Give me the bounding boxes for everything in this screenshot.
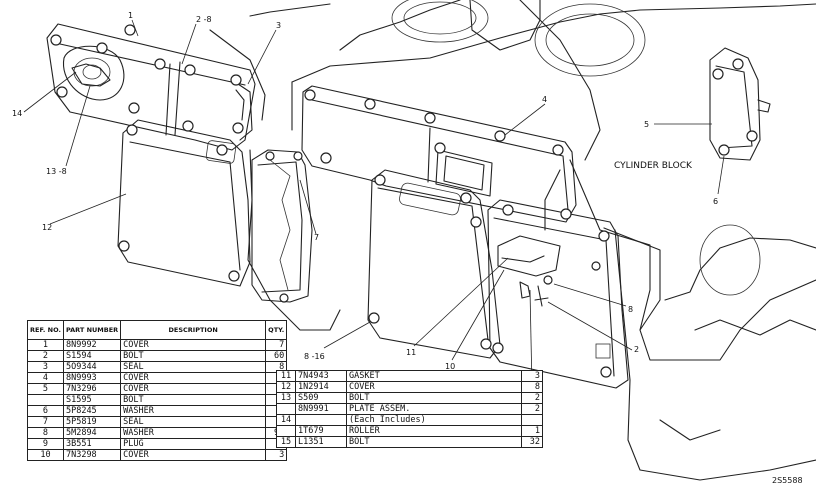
left-large-cover [117, 119, 251, 287]
cylinder-block-outline [209, 0, 816, 481]
table-row: 93B551PLUG3 [27, 438, 288, 450]
header-qty: QTY. [265, 320, 288, 340]
table-row: 48N9993COVER1 [27, 372, 288, 384]
callout-4: 4 [542, 95, 547, 104]
table-row: 65P8245WASHER4 [27, 405, 288, 417]
callout-13-8: 13 -8 [46, 167, 67, 176]
callout-10: 10 [445, 362, 455, 371]
side-cover [709, 47, 771, 161]
callout-14: 14 [12, 109, 22, 118]
callout-12: 12 [42, 223, 52, 232]
table-row: 14(Each Includes) [276, 414, 543, 426]
center-cover [301, 85, 577, 223]
figure-number: 2S5588 [772, 476, 803, 485]
bolt-heads [50, 24, 758, 378]
header-part-number: PART NUMBER [62, 320, 122, 340]
table-row: S1595BOLT4 [27, 394, 288, 406]
header-description: DESCRIPTION [120, 320, 267, 340]
callout-8: 8 [628, 305, 633, 314]
table-row: 85M2894WASHER92 [27, 427, 288, 439]
table-row: 57N3296COVER1 [27, 383, 288, 395]
callout-6: 6 [713, 197, 718, 206]
callout-11: 11 [406, 348, 416, 357]
leader-lines [23, 19, 725, 389]
callout-1: 1 [128, 11, 133, 20]
callout-8-16: 8 -16 [304, 352, 325, 361]
cylinder-block-label: CYLINDER BLOCK [614, 161, 693, 171]
callout-2-right: 2 [634, 345, 639, 354]
callout-5: 5 [644, 120, 649, 129]
top-left-cover [46, 23, 256, 151]
seal-bracket [231, 79, 253, 141]
callout-3: 3 [276, 21, 281, 30]
seal-strip [251, 149, 313, 303]
header-ref: REF. NO. [27, 320, 64, 340]
right-lower-cover [487, 199, 629, 389]
plate-assembly [497, 235, 561, 307]
center-lower-cover [367, 169, 501, 359]
callout-7: 7 [314, 233, 319, 242]
callout-labels: 1 2 -8 3 4 5 6 7 8 8 -16 9 10 11 12 13 -… [12, 11, 718, 398]
callout-2-8: 2 -8 [196, 15, 212, 24]
